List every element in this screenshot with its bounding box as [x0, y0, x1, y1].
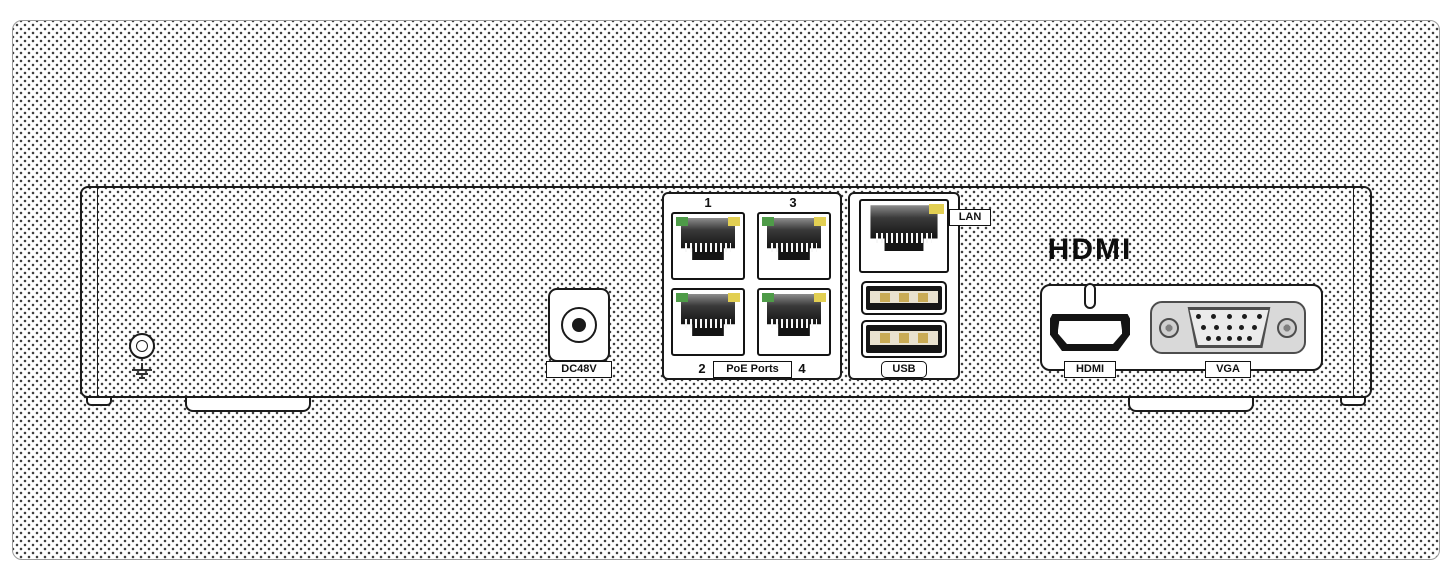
vga-label: VGA	[1205, 361, 1251, 378]
vga-pin	[1201, 325, 1206, 330]
green-led-icon	[761, 216, 774, 227]
yellow-led-icon	[728, 292, 741, 303]
rj45-pins	[770, 243, 818, 253]
vga-screw-right	[1277, 318, 1297, 338]
rj45-socket	[680, 217, 736, 261]
yellow-led-icon	[814, 292, 827, 303]
corner-tab-right	[1340, 396, 1366, 406]
poe-port-number-4: 4	[798, 361, 806, 376]
yellow-led-icon	[928, 203, 944, 215]
panel-edge-right	[1353, 188, 1355, 396]
vga-pin	[1196, 314, 1201, 319]
vga-pin	[1236, 336, 1242, 341]
lan-port	[859, 199, 949, 273]
vga-pin	[1211, 314, 1217, 319]
green-led-icon	[761, 292, 774, 303]
ground-screw-center	[136, 340, 148, 352]
rj45-socket	[680, 293, 736, 337]
foot-right	[1128, 396, 1254, 412]
vga-pin	[1216, 336, 1222, 341]
poe-port-4	[757, 288, 831, 356]
usb-contact	[879, 292, 890, 302]
vga-pin-row	[1192, 325, 1266, 330]
lan-label: LAN	[949, 209, 991, 226]
vga-pin	[1226, 325, 1232, 330]
dc-jack-pin	[572, 318, 586, 332]
hdmi-label: HDMI	[1064, 361, 1116, 378]
usb-contact	[918, 332, 929, 343]
vga-pin	[1226, 336, 1232, 341]
dc-power-label: DC48V	[546, 361, 612, 378]
usb-port-2	[861, 320, 947, 358]
vga-pin	[1239, 325, 1245, 330]
usb-contact	[918, 292, 929, 302]
yellow-led-icon	[814, 216, 827, 227]
poe-port-3	[757, 212, 831, 280]
poe-port-number-1: 1	[704, 195, 712, 210]
hdmi-port-slot	[1058, 321, 1122, 344]
poe-port-number-3: 3	[789, 195, 797, 210]
yellow-led-icon	[728, 216, 741, 227]
vga-screw-left	[1159, 318, 1179, 338]
rj45-pins	[684, 319, 732, 329]
usb-label: USB	[881, 361, 927, 378]
poe-port-2	[671, 288, 745, 356]
poe-port-number-2: 2	[698, 361, 706, 376]
mounting-slot	[1084, 283, 1096, 309]
hdmi-logo: HDMI	[1047, 233, 1133, 266]
poe-ports-label: PoE Ports	[713, 361, 792, 378]
usb-contact	[879, 332, 890, 343]
ground-symbol-icon	[132, 363, 152, 379]
vga-pin	[1226, 314, 1232, 319]
rj45-pins	[684, 243, 732, 253]
usb-tongue	[870, 331, 938, 345]
foot-left	[185, 396, 311, 412]
vga-pin-row	[1192, 336, 1266, 341]
vga-pin	[1247, 336, 1252, 341]
vga-pin	[1241, 314, 1247, 319]
vga-pin-row	[1192, 314, 1266, 319]
vga-pin	[1213, 325, 1219, 330]
usb-tongue	[870, 291, 938, 304]
usb-contact	[898, 292, 910, 302]
vga-pin	[1252, 325, 1257, 330]
usb-port-1	[861, 281, 947, 315]
rj45-pins	[770, 319, 818, 329]
rj45-socket	[766, 217, 822, 261]
green-led-icon	[675, 216, 688, 227]
vga-pin-grid	[1192, 312, 1266, 343]
green-led-icon	[675, 292, 688, 303]
vga-pin	[1257, 314, 1262, 319]
panel-edge-left	[97, 188, 99, 396]
rj45-pins	[875, 233, 933, 243]
usb-contact	[898, 332, 910, 343]
rj45-socket	[870, 205, 938, 252]
rj45-socket	[766, 293, 822, 337]
vga-pin	[1206, 336, 1211, 341]
poe-port-1	[671, 212, 745, 280]
corner-tab-left	[86, 396, 112, 406]
